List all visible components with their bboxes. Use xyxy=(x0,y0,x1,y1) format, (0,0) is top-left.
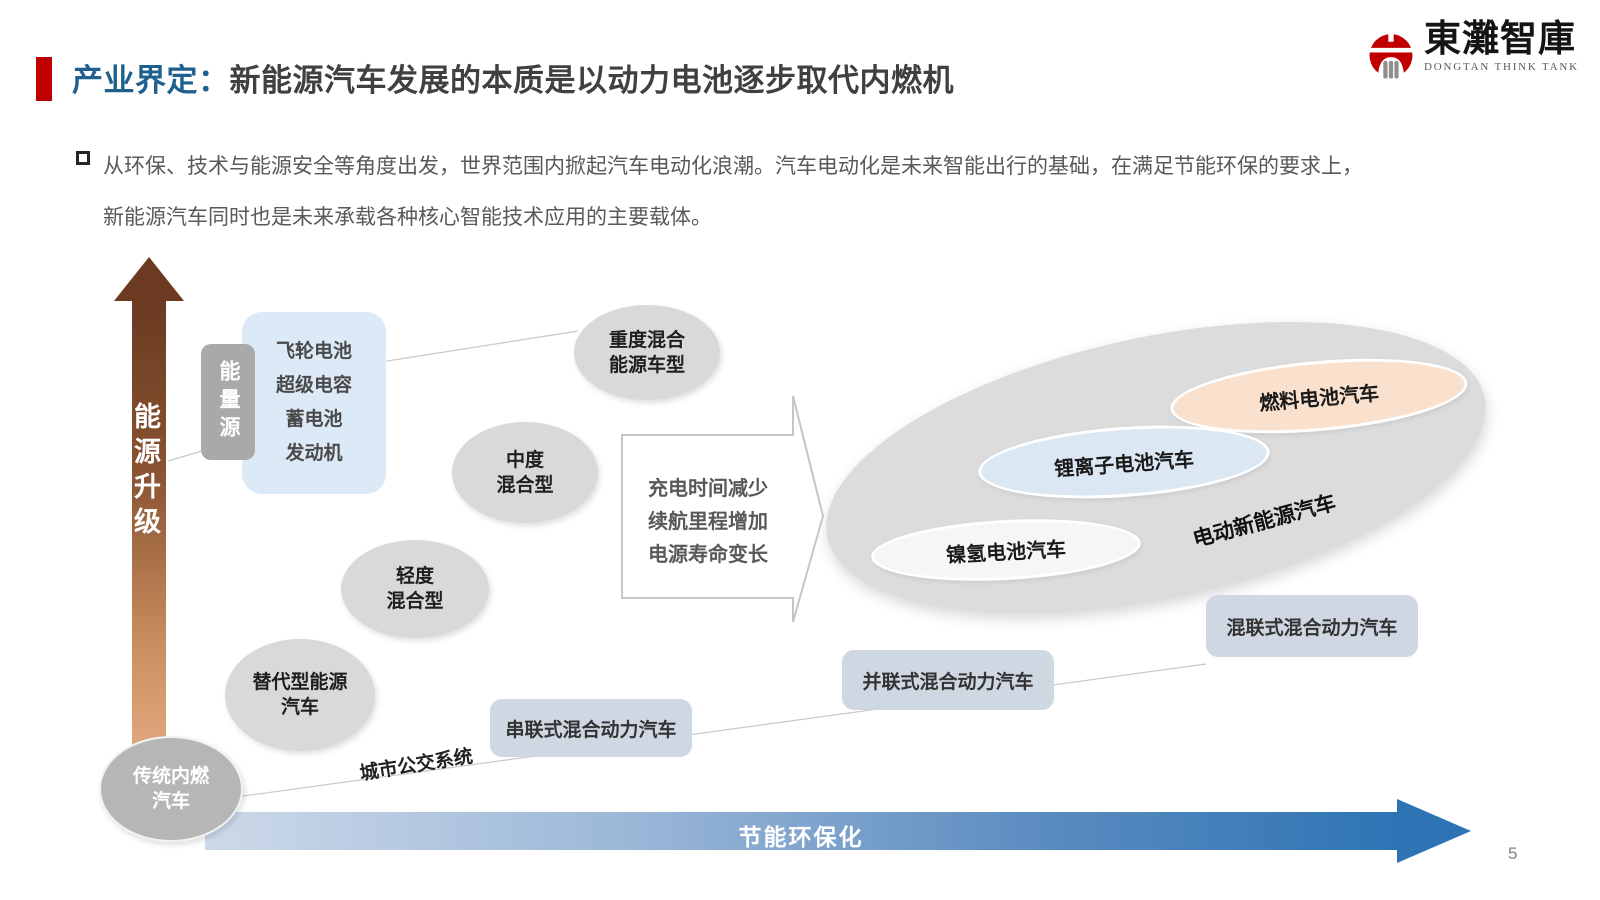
node-alternative-energy: 替代型能源 汽车 xyxy=(225,639,375,751)
battery-tech-line: 蓄电池 xyxy=(285,409,343,430)
battery-tech-line: 飞轮电池 xyxy=(275,341,352,362)
header-accent-bar xyxy=(36,57,52,101)
node-light-hybrid: 轻度 混合型 xyxy=(341,540,489,638)
node-label: 汽车 xyxy=(151,791,190,812)
node-label: 汽车 xyxy=(280,697,319,718)
evolution-line: 充电时间减少 xyxy=(648,478,768,500)
nimh-label: 镍氢电池汽车 xyxy=(945,538,1067,567)
logo-cn: 東灘智庫 xyxy=(1424,19,1576,60)
logo-emblem-icon xyxy=(1368,31,1414,79)
fuel-cell-label: 燃料电池汽车 xyxy=(1258,382,1380,415)
hybrid-box-parallel-label: 并联式混合动力汽车 xyxy=(862,671,1034,693)
node-label: 能源车型 xyxy=(608,354,685,376)
lithium-label: 锂离子电池汽车 xyxy=(1053,448,1195,481)
hybrid-box-series: 串联式混合动力汽车 xyxy=(490,699,692,757)
node-label: 轻度 xyxy=(395,566,434,587)
logo-en: DONGTAN THINK TANK xyxy=(1424,60,1579,73)
energy-source-label: 能量源 xyxy=(217,360,240,444)
eco-axis-label: 节能环保化 xyxy=(738,824,864,850)
energy-axis-label: 能源升级 xyxy=(130,402,160,542)
hybrid-box-combined-label: 混联式混合动力汽车 xyxy=(1226,617,1398,639)
node-label: 传统内燃 xyxy=(132,766,209,787)
node-label: 重度混合 xyxy=(608,329,685,351)
node-traditional-ice: 传统内燃 汽车 xyxy=(99,736,243,842)
battery-tech-line: 超级电容 xyxy=(275,375,352,396)
energy-source-box: 能量源 xyxy=(201,344,255,460)
node-label: 混合型 xyxy=(386,591,444,612)
page-number: 5 xyxy=(1508,844,1518,863)
node-label: 混合型 xyxy=(496,474,554,496)
node-label: 中度 xyxy=(505,449,544,471)
bullet-square-icon xyxy=(76,151,90,165)
battery-tech-line: 发动机 xyxy=(285,443,343,464)
eco-axis-arrow xyxy=(205,812,1397,850)
energy-axis-arrowhead-icon xyxy=(114,257,184,301)
eco-axis-arrowhead-icon xyxy=(1397,799,1471,863)
evolution-line: 电源寿命变长 xyxy=(648,544,768,566)
logo: 東灘智庫 DONGTAN THINK TANK xyxy=(1368,19,1579,84)
intro-line-1: 从环保、技术与能源安全等角度出发，世界范围内掀起汽车电动化浪潮。汽车电动化是未来… xyxy=(103,155,1363,178)
intro-text: 从环保、技术与能源安全等角度出发，世界范围内掀起汽车电动化浪潮。汽车电动化是未来… xyxy=(103,141,1523,243)
page-title: 产业界定：新能源汽车发展的本质是以动力电池逐步取代内燃机 xyxy=(72,55,954,100)
intro-line-2: 新能源汽车同时也是未来承载各种核心智能技术应用的主要载体。 xyxy=(103,206,712,229)
evolution-line: 续航里程增加 xyxy=(648,511,768,533)
evolution-arrow-shape xyxy=(621,395,825,623)
node-label: 替代型能源 xyxy=(252,672,348,693)
hybrid-box-parallel: 并联式混合动力汽车 xyxy=(842,650,1054,710)
page-title-prefix: 产业界定： xyxy=(72,63,230,98)
hybrid-box-combined: 混联式混合动力汽车 xyxy=(1206,595,1418,657)
battery-tech-box: 飞轮电池 超级电容 蓄电池 发动机 xyxy=(242,312,386,494)
page-title-main: 新能源汽车发展的本质是以动力电池逐步取代内燃机 xyxy=(229,63,954,98)
energy-axis-arrow xyxy=(132,300,166,794)
node-heavy-hybrid: 重度混合 能源车型 xyxy=(574,305,720,400)
logo-text: 東灘智庫 DONGTAN THINK TANK xyxy=(1424,19,1579,73)
node-medium-hybrid: 中度 混合型 xyxy=(452,422,598,523)
evolution-arrow-text: 充电时间减少 续航里程增加 电源寿命变长 xyxy=(648,473,768,572)
bus-system-label: 城市公交系统 xyxy=(358,746,475,785)
hybrid-box-series-label: 串联式混合动力汽车 xyxy=(505,719,677,741)
